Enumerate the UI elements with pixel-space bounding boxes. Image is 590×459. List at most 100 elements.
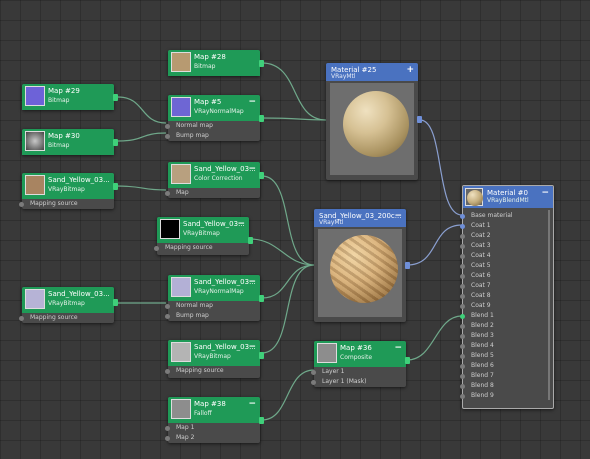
input-socket[interactable]: Base material	[460, 211, 553, 221]
input-socket[interactable]: Coat 8	[460, 291, 553, 301]
socket-pin[interactable]	[460, 284, 465, 289]
input-socket[interactable]: Mapping source	[19, 199, 114, 209]
collapse-button[interactable]: −	[237, 219, 245, 229]
node-header[interactable]: Map #30 Bitmap	[22, 129, 114, 155]
output-socket[interactable]	[405, 357, 410, 364]
node-header[interactable]: Sand_Yellow_03... Color Correction −	[168, 162, 260, 188]
socket-pin[interactable]	[19, 202, 24, 207]
node-map28[interactable]: Map #28 Bitmap	[168, 50, 264, 76]
node-sand-color-correction[interactable]: Sand_Yellow_03... Color Correction − Map	[165, 162, 264, 198]
scrollbar[interactable]	[548, 210, 550, 400]
output-socket[interactable]	[259, 60, 264, 67]
socket-pin[interactable]	[460, 374, 465, 379]
input-socket[interactable]: Blend 3	[460, 331, 553, 341]
node-header[interactable]: Map #5 VRayNormalMap −	[168, 95, 260, 121]
output-socket[interactable]	[248, 237, 253, 244]
socket-pin[interactable]	[460, 264, 465, 269]
socket-pin[interactable]	[460, 384, 465, 389]
collapse-button[interactable]: −	[248, 164, 256, 174]
socket-pin[interactable]	[460, 364, 465, 369]
socket-pin[interactable]	[165, 124, 170, 129]
socket-pin[interactable]	[165, 314, 170, 319]
socket-pin[interactable]	[460, 254, 465, 259]
node-map5[interactable]: Map #5 VRayNormalMap − Normal map Bump m…	[165, 95, 264, 141]
input-socket[interactable]: Coat 2	[460, 231, 553, 241]
node-map36-composite[interactable]: Map #36 Composite − Layer 1 Layer 1 (Mas…	[311, 341, 410, 387]
socket-pin[interactable]	[154, 246, 159, 251]
socket-pin[interactable]	[460, 234, 465, 239]
collapse-button[interactable]: −	[248, 399, 256, 409]
input-socket[interactable]: Map	[165, 188, 260, 198]
socket-pin[interactable]	[460, 224, 465, 229]
input-socket[interactable]: Blend 6	[460, 361, 553, 371]
add-button[interactable]: +	[406, 65, 414, 75]
input-socket[interactable]: Coat 7	[460, 281, 553, 291]
node-sand-normal-source[interactable]: Sand_Yellow_03... VRayBitmap Mapping sou…	[19, 287, 118, 323]
socket-pin[interactable]	[460, 304, 465, 309]
socket-pin[interactable]	[311, 370, 316, 375]
node-material25[interactable]: Material #25 + VRayMtl	[326, 63, 422, 180]
node-sand-material[interactable]: Sand_Yellow_03_200c... − VRayMtl	[314, 209, 410, 322]
socket-pin[interactable]	[165, 436, 170, 441]
output-socket[interactable]	[259, 115, 264, 122]
input-socket[interactable]: Blend 2	[460, 321, 553, 331]
node-header[interactable]: Material #0 VRayBlendMtl −	[463, 186, 553, 208]
input-socket[interactable]: Map 1	[165, 423, 260, 433]
output-socket[interactable]	[113, 183, 118, 190]
node-sand-gray-bitmap[interactable]: Sand_Yellow_03... VRayBitmap − Mapping s…	[165, 340, 264, 378]
input-socket[interactable]: Layer 1 (Mask)	[311, 377, 406, 387]
collapse-button[interactable]: −	[248, 97, 256, 107]
output-socket[interactable]	[259, 172, 264, 179]
socket-pin[interactable]	[19, 316, 24, 321]
collapse-button[interactable]: −	[541, 188, 549, 198]
node-sand-cc-source[interactable]: Sand_Yellow_03... VRayBitmap Mapping sou…	[19, 173, 118, 209]
input-socket[interactable]: Normal map	[165, 121, 260, 131]
input-socket[interactable]: Blend 7	[460, 371, 553, 381]
input-socket[interactable]: Mapping source	[154, 243, 249, 253]
node-map38[interactable]: Map #38 Falloff − Map 1 Map 2	[165, 397, 264, 443]
node-header[interactable]: Sand_Yellow_03... VRayBitmap	[22, 287, 114, 313]
node-header[interactable]: Material #25 +	[326, 63, 418, 81]
input-socket[interactable]: Layer 1	[311, 367, 406, 377]
socket-pin[interactable]	[460, 214, 465, 219]
input-socket[interactable]: Coat 5	[460, 261, 553, 271]
socket-pin[interactable]	[165, 134, 170, 139]
input-socket[interactable]: Blend 9	[460, 391, 553, 401]
socket-pin[interactable]	[165, 191, 170, 196]
node-sand-normal-map[interactable]: Sand_Yellow_03... VRayNormalMap − Normal…	[165, 275, 264, 321]
socket-pin[interactable]	[311, 380, 316, 385]
collapse-button[interactable]: −	[394, 343, 402, 353]
socket-pin[interactable]	[165, 304, 170, 309]
socket-pin[interactable]	[460, 314, 465, 319]
node-header[interactable]: Sand_Yellow_03... VRayBitmap −	[157, 217, 249, 243]
node-header[interactable]: Map #36 Composite −	[314, 341, 406, 367]
socket-pin[interactable]	[460, 274, 465, 279]
input-socket[interactable]: Normal map	[165, 301, 260, 311]
input-socket[interactable]: Coat 3	[460, 241, 553, 251]
node-header[interactable]: Map #38 Falloff −	[168, 397, 260, 423]
output-socket[interactable]	[259, 417, 264, 424]
socket-pin[interactable]	[460, 344, 465, 349]
input-socket[interactable]: Bump map	[165, 131, 260, 141]
input-socket[interactable]: Coat 9	[460, 301, 553, 311]
collapse-button[interactable]: −	[394, 211, 402, 221]
socket-pin[interactable]	[460, 244, 465, 249]
node-header[interactable]: Sand_Yellow_03... VRayNormalMap −	[168, 275, 260, 301]
node-sand-black-bitmap[interactable]: Sand_Yellow_03... VRayBitmap − Mapping s…	[154, 217, 253, 255]
output-socket[interactable]	[417, 116, 422, 123]
input-socket[interactable]: Coat 4	[460, 251, 553, 261]
output-socket[interactable]	[113, 139, 118, 146]
input-socket[interactable]: Bump map	[165, 311, 260, 321]
socket-pin[interactable]	[460, 334, 465, 339]
collapse-button[interactable]: −	[248, 342, 256, 352]
collapse-button[interactable]: −	[248, 277, 256, 287]
output-socket[interactable]	[259, 295, 264, 302]
output-socket[interactable]	[113, 94, 118, 101]
output-socket[interactable]	[405, 262, 410, 269]
socket-pin[interactable]	[460, 394, 465, 399]
socket-pin[interactable]	[460, 324, 465, 329]
input-socket[interactable]: Blend 1	[460, 311, 553, 321]
socket-pin[interactable]	[460, 294, 465, 299]
input-socket[interactable]: Mapping source	[19, 313, 114, 323]
input-socket[interactable]: Coat 6	[460, 271, 553, 281]
